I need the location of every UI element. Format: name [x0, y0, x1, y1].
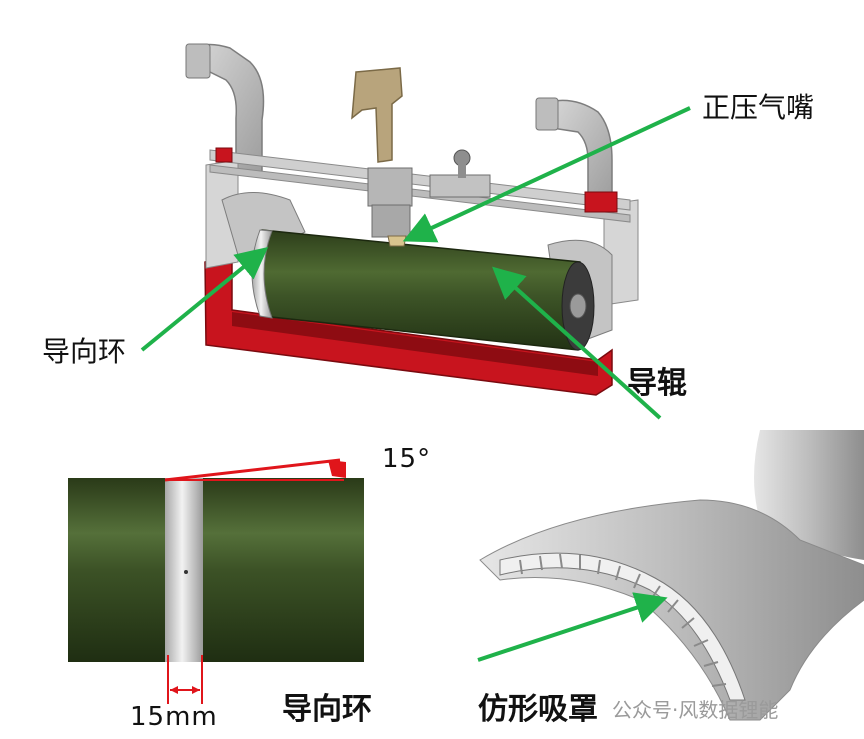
angle-line [164, 458, 341, 482]
positive-pressure-nozzle [387, 235, 407, 247]
arrow-suction-hood [477, 592, 668, 662]
left-pipe-flange [185, 43, 211, 79]
watermark: 公众号·风数据锂能 [612, 698, 779, 722]
top-arrows [140, 106, 691, 420]
hood-vanes [499, 552, 746, 701]
right-elbow-pipe [547, 99, 613, 206]
left-elbow-pipe [188, 43, 265, 176]
guide-roller-assembly [185, 43, 639, 396]
right-pipe-flange [535, 97, 559, 131]
label-guide-roller: 导辊 [627, 366, 687, 401]
arrow-nozzle [402, 106, 691, 243]
label-width-dim: 15mm [130, 702, 218, 732]
suction-hood-detail [477, 430, 864, 721]
label-nozzle: 正压气嘴 [702, 91, 815, 124]
label-angle: 15° [382, 444, 432, 474]
label-suction-hood: 仿形吸罩 [478, 692, 598, 727]
roller-detail-body [68, 478, 364, 662]
label-guide-ring-bottom: 导向环 [282, 692, 372, 727]
arrow-guide-roller [492, 266, 662, 420]
label-guide-ring-top: 导向环 [42, 335, 127, 368]
carriage [367, 167, 413, 207]
bracket [351, 67, 403, 163]
guide-ring-detail [165, 478, 203, 662]
arrow-guide-ring-top [140, 246, 269, 352]
roller-detail [68, 458, 364, 704]
